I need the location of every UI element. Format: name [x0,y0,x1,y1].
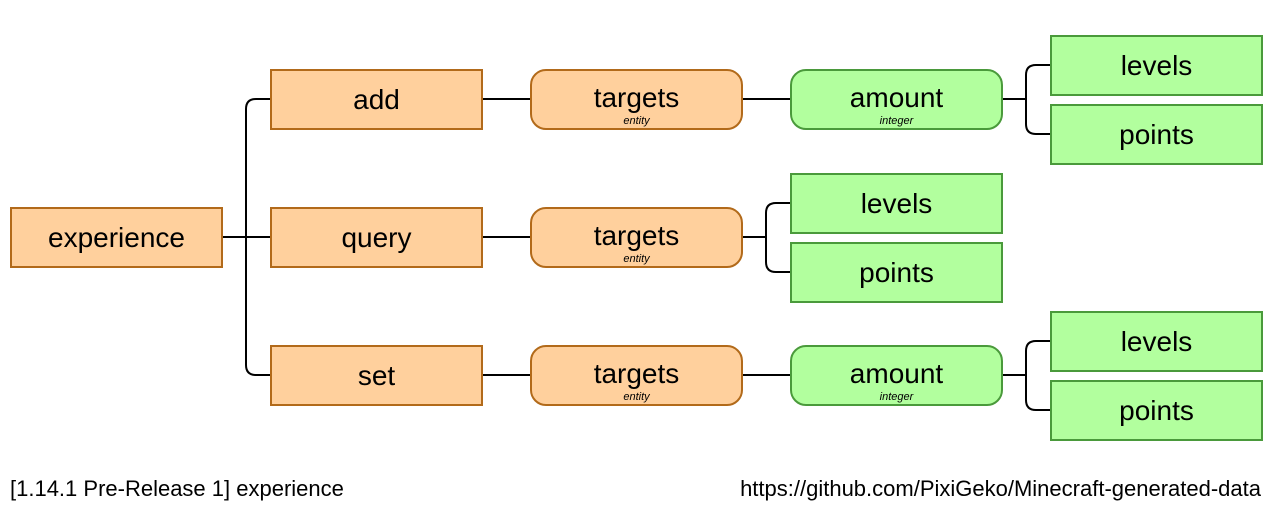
node-label: targets [593,219,680,251]
option-node-levels-add: levels [1050,35,1263,96]
node-label: points [1119,118,1194,150]
node-label: query [341,221,412,253]
option-node-points-query: points [790,242,1003,303]
node-label: add [353,83,400,115]
node-label: levels [1120,49,1193,81]
argument-type: integer [879,391,914,403]
argument-node-targets-set: targets entity [530,345,743,406]
literal-node-add: add [270,69,483,130]
node-label: amount [849,81,944,113]
node-label: points [1119,394,1194,426]
option-node-levels-query: levels [790,173,1003,234]
argument-node-targets-query: targets entity [530,207,743,268]
argument-node-amount-add: amount integer [790,69,1003,130]
argument-type: entity [623,391,650,403]
argument-type: entity [623,253,650,265]
node-label: points [859,256,934,288]
root-node-experience: experience [10,207,223,268]
node-label: levels [860,187,933,219]
version-caption: [1.14.1 Pre-Release 1] experience [10,476,344,501]
literal-node-query: query [270,207,483,268]
argument-type: entity [623,115,650,127]
node-label: set [357,359,396,391]
option-node-levels-set: levels [1050,311,1263,372]
option-node-points-add: points [1050,104,1263,165]
option-node-points-set: points [1050,380,1263,441]
literal-node-set: set [270,345,483,406]
argument-node-targets-add: targets entity [530,69,743,130]
argument-type: integer [879,115,914,127]
node-label: targets [593,357,680,389]
node-label: experience [48,221,185,253]
node-label: levels [1120,325,1193,357]
node-label: targets [593,81,680,113]
node-label: amount [849,357,944,389]
argument-node-amount-set: amount integer [790,345,1003,406]
source-url: https://github.com/PixiGeko/Minecraft-ge… [740,476,1261,501]
